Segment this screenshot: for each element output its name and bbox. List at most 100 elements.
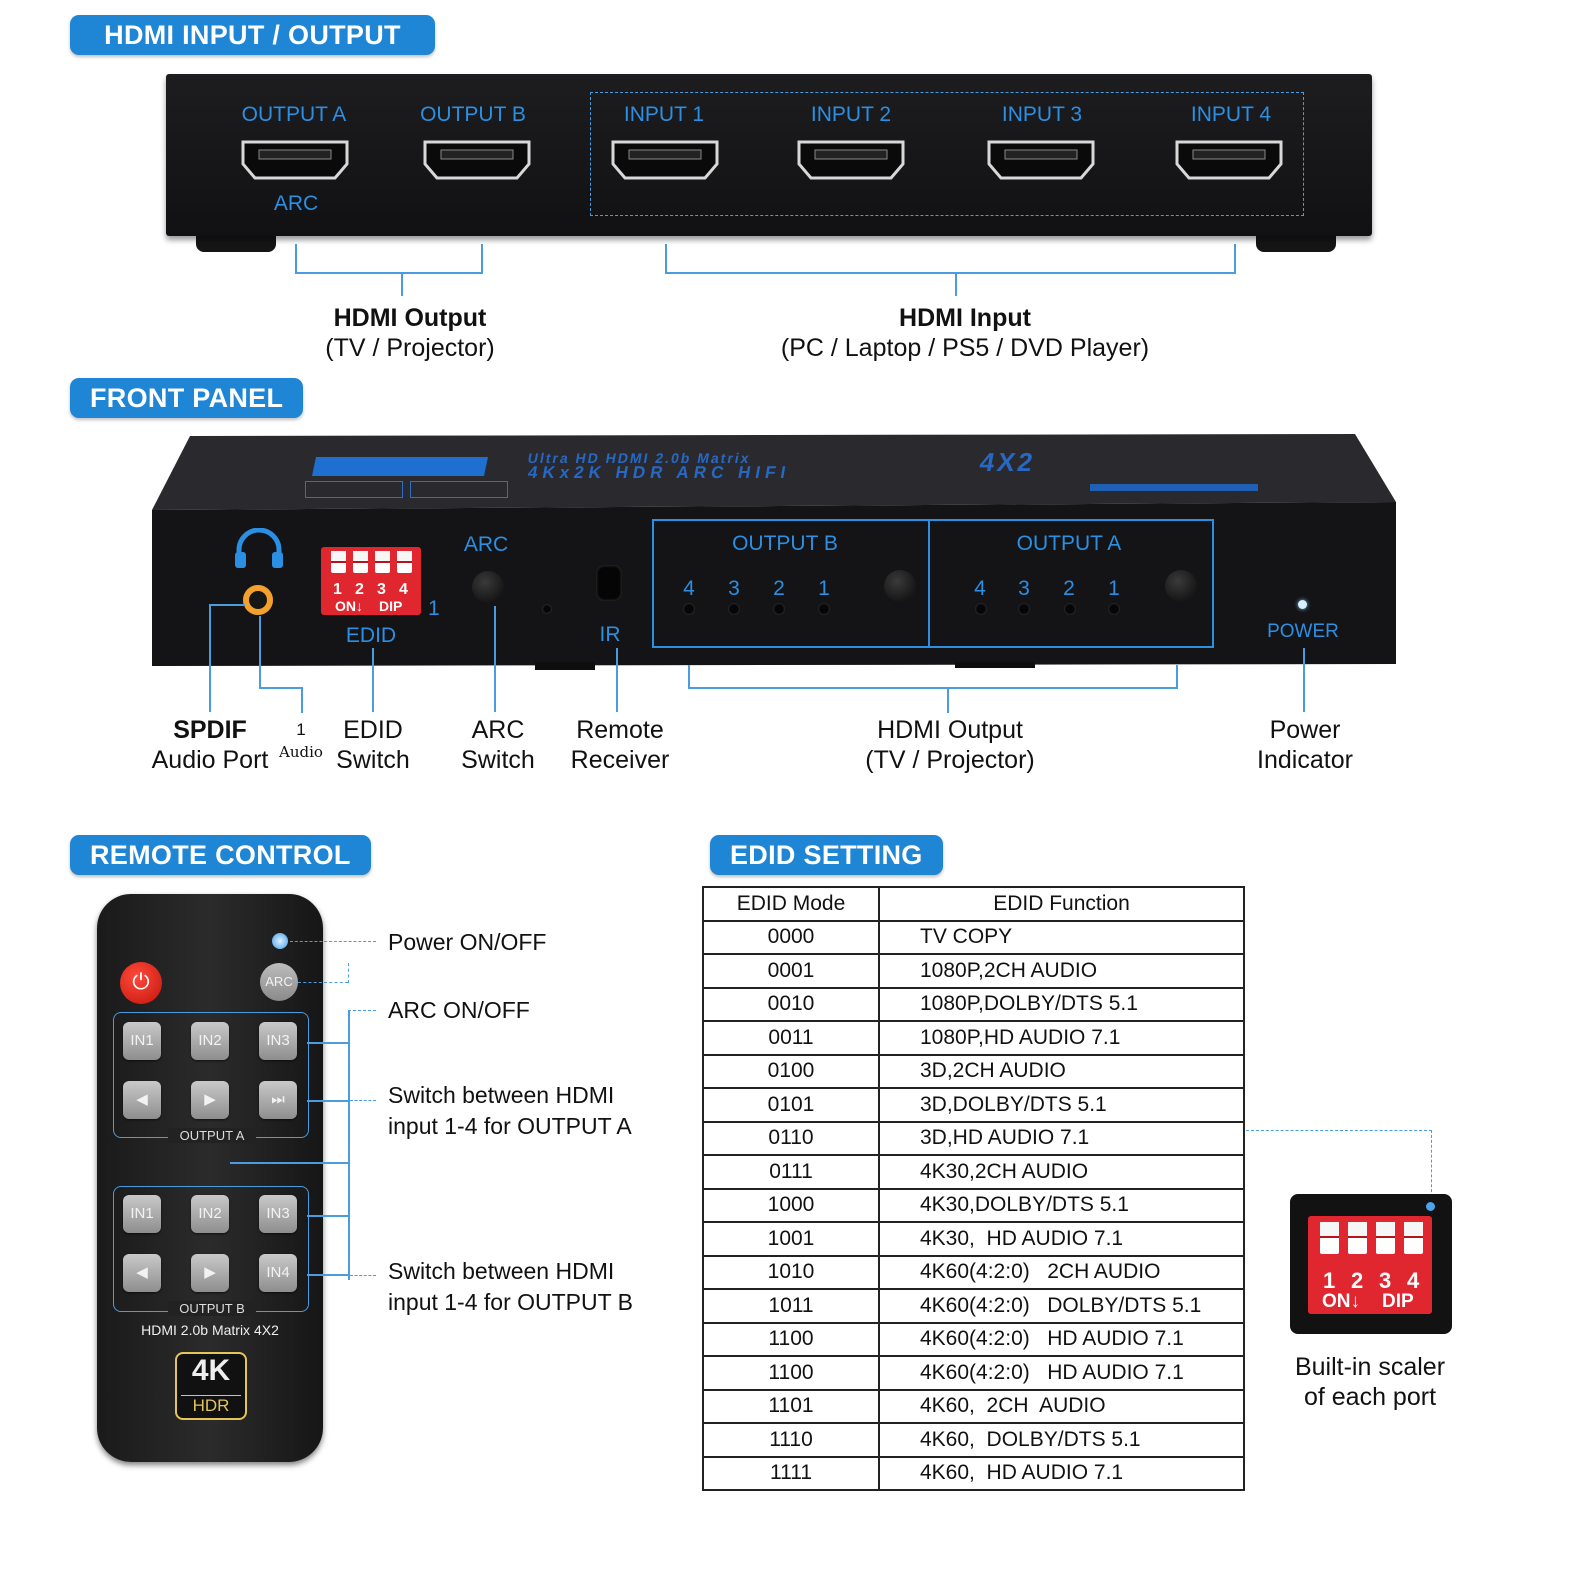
remote-output-a-label: OUTPUT A [168,1128,256,1143]
note-line: Switch between HDMI [388,1258,615,1284]
caption-subtitle: (TV / Projector) [325,334,495,362]
callout-line [307,1100,349,1102]
dip-toggle[interactable] [1376,1222,1395,1254]
caption-title: HDMI Output [333,304,487,332]
scaler-dip-switch[interactable]: 1 2 3 4 ON↓ DIP [1308,1216,1432,1314]
edid-function-cell: 4K60(4:2:0) HD AUDIO 7.1 [878,1355,1245,1391]
dip-toggle[interactable] [353,551,368,573]
remote-a-in1-button[interactable]: IN1 [123,1022,161,1060]
remote-4k-hdr-logo: 4K HDR [175,1352,247,1420]
edid-mode-cell: 1101 [702,1388,880,1424]
edid-mode-cell: 1001 [702,1221,880,1257]
caption-subtitle: Audio Port [151,746,269,774]
edid-mode-cell: 0100 [702,1053,880,1089]
remote-b-in3-button[interactable]: IN3 [259,1195,297,1233]
callout-line [230,1162,350,1164]
caption-remote-receiver: Remote Receiver [560,715,680,775]
callout-line [307,1042,349,1044]
arc-port-label: ARC [273,192,319,215]
remote-a-prev-button[interactable]: ◀ [123,1081,161,1119]
edid-mode-cell: 1011 [702,1288,880,1324]
edid-function-cell: 1080P,2CH AUDIO [878,953,1245,989]
caption-title: ARC [471,716,525,744]
header-edid-function: EDID Function [878,886,1245,922]
dip-dip-label: DIP [1382,1291,1414,1312]
dip-toggle[interactable] [1404,1222,1423,1254]
edid-function-cell: 4K60, HD AUDIO 7.1 [878,1455,1245,1491]
remote-a-in3-button[interactable]: IN3 [259,1022,297,1060]
edid-function-cell: 4K60(4:2:0) HD AUDIO 7.1 [878,1321,1245,1357]
dip-toggle[interactable] [331,551,346,573]
output-b-label: OUTPUT B [732,532,838,555]
dip-toggle[interactable] [1320,1222,1339,1254]
remote-b-in4-button[interactable]: IN4 [259,1254,297,1292]
caption-subtitle: (PC / Laptop / PS5 / DVD Player) [780,334,1150,362]
callout-line [298,982,348,983]
led-number: 2 [773,577,785,600]
caption-title: Power [1269,716,1341,744]
caption-hdmi-output-front: HDMI Output (TV / Projector) [840,715,1060,775]
dip-toggle[interactable] [1348,1222,1367,1254]
remote-a-next-button[interactable]: ▶ [191,1081,229,1119]
caption-subtitle: Receiver [570,746,670,774]
remote-arc-button[interactable]: ARC [260,963,298,1001]
remote-b-next-button[interactable]: ▶ [191,1254,229,1292]
edid-mode-cell: 0110 [702,1120,880,1156]
input-group-frame [590,92,1304,216]
note-power-on-off: Power ON/OFF [388,929,547,955]
skip-next-icon: ⏭ [271,1091,285,1108]
remote-power-led [272,933,288,949]
remote-a-in2-button[interactable]: IN2 [191,1022,229,1060]
callout-line [350,1275,376,1276]
device-foot [1256,234,1336,252]
edid-label: EDID [345,624,397,647]
dip-toggle[interactable] [397,551,412,573]
caption-subtitle: Audio [279,743,323,761]
hdmi-port-icon [987,140,1095,180]
port-label-input-1: INPUT 1 [623,103,705,126]
remote-b-prev-button[interactable]: ◀ [123,1254,161,1292]
edid-function-cell: 4K30,2CH AUDIO [878,1154,1245,1190]
remote-b-in1-button[interactable]: IN1 [123,1195,161,1233]
led-number: 2 [1063,577,1075,600]
remote-power-button[interactable]: ⏻ [120,962,162,1004]
callout-line [290,941,376,942]
section-tag-front-panel: FRONT PANEL [70,378,304,418]
caption-title: EDID [343,716,403,744]
edid-mode-cell: 1100 [702,1321,880,1357]
dip-number: 1 [1323,1268,1336,1293]
dip-toggle[interactable] [375,551,390,573]
logo-hdr-text: HDR [181,1395,241,1415]
arc-switch-button[interactable] [472,571,504,603]
dip-on-label: ON↓ [335,598,363,614]
logo-4k-text: 4K [191,1354,231,1387]
header-edid-mode: EDID Mode [702,886,880,922]
rear-panel-body [166,74,1372,236]
front-panel-body [152,434,1396,670]
spdif-port-hole [249,591,267,609]
edid-dip-switch[interactable]: 1 2 3 4 ON↓ DIP [321,547,421,615]
remote-b-in2-button[interactable]: IN2 [191,1195,229,1233]
callout-line [616,648,618,712]
brand-line-2: 4Kx2K HDR ARC HIFI [526,463,792,482]
section-tag-edid-setting: EDID SETTING [710,835,943,875]
note-arc-on-off: ARC ON/OFF [388,997,530,1023]
callout-line [350,1100,376,1101]
output-b-led [683,603,695,615]
callout-line [372,648,374,712]
power-label: POWER [1267,621,1339,642]
triangle-left-icon: ◀ [136,1264,148,1281]
output-a-select-button[interactable] [1165,570,1197,602]
remote-a-skip-button[interactable]: ⏭ [259,1081,297,1119]
led-number: 4 [974,577,986,600]
edid-function-cell: TV COPY [878,919,1245,955]
output-b-select-button[interactable] [884,570,916,602]
callout-line [947,687,949,713]
note-line: Switch between HDMI [388,1082,615,1108]
hdmi-port-icon [611,140,719,180]
